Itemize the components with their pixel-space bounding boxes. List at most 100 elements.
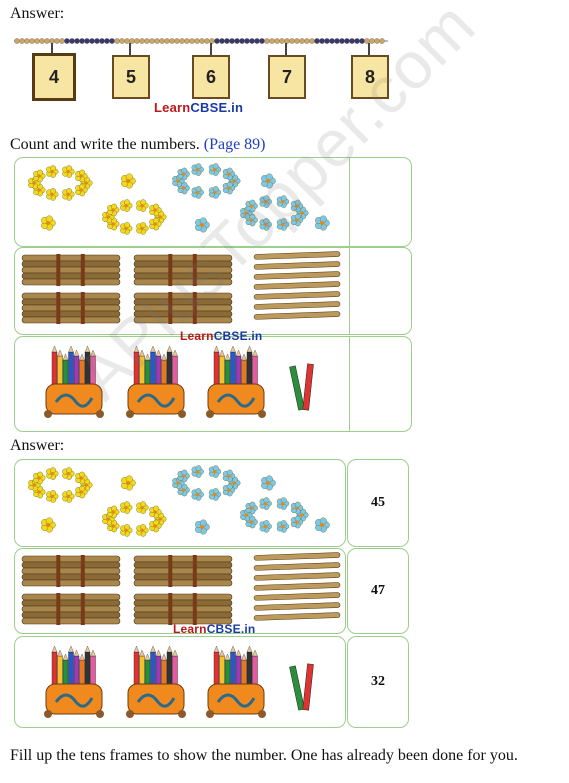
flower-icon: [149, 519, 162, 533]
number-card-7: 7: [268, 55, 306, 99]
pencil-pots-illustration: [44, 345, 314, 418]
flower-garlands-illustration: [28, 163, 330, 235]
flower-icon: [46, 188, 59, 201]
flower-garlands-illustration: [28, 465, 330, 537]
flower-icon: [259, 218, 272, 231]
flower-icon: [191, 163, 204, 176]
stick-bundles-illustration: [21, 251, 341, 324]
pencil-pot-icon: [206, 645, 266, 718]
question-row-sticks: [14, 247, 412, 335]
flower-icon: [75, 169, 88, 183]
flower-icon: [149, 203, 162, 217]
flower-icon: [222, 181, 236, 195]
flower-icon: [75, 471, 88, 485]
flower-icon: [245, 501, 258, 515]
flower-icon: [120, 222, 133, 235]
flower-icon: [191, 186, 204, 199]
flower-icon: [261, 475, 276, 491]
flower-icon: [195, 519, 210, 535]
answer-label-bottom: Answer:: [10, 437, 65, 454]
answer-label-top: Answer:: [10, 5, 65, 22]
flower-icon: [136, 222, 149, 235]
flower-icon: [276, 195, 290, 208]
brand-logo-bottom: LearnCBSE.in: [173, 622, 256, 636]
flower-icon: [222, 469, 236, 483]
flower-icon: [136, 199, 149, 212]
number-card-6: 6: [192, 55, 230, 99]
flower-icon: [191, 465, 204, 478]
flower-icon: [120, 199, 133, 212]
flower-icon: [208, 186, 222, 199]
stick-bundles-illustration: [21, 552, 341, 625]
flower-icon: [107, 203, 120, 217]
flower-icon: [177, 469, 190, 483]
flower-icon: [41, 215, 56, 231]
flower-icon: [276, 497, 290, 510]
card-string: [368, 43, 370, 55]
flower-icon: [276, 218, 290, 231]
flower-icon: [149, 505, 162, 519]
flower-icon: [261, 173, 276, 189]
answer-row-flowers: [14, 459, 346, 547]
flower-icon: [195, 217, 210, 233]
flower-icon: [208, 163, 222, 176]
flower-icon: [33, 471, 46, 485]
flower-icon: [191, 488, 204, 501]
loose-pencils-icon: [289, 663, 314, 711]
loose-pencils-icon: [289, 363, 314, 411]
flower-icon: [315, 517, 330, 533]
card-string: [210, 43, 212, 55]
flower-icon: [208, 488, 222, 501]
flower-icon: [149, 217, 162, 231]
page-ref: (Page 89): [203, 136, 266, 153]
flower-icon: [222, 167, 236, 181]
card-string: [285, 43, 287, 55]
pencil-pot-icon: [126, 645, 186, 718]
pencil-pot-icon: [44, 645, 104, 718]
flower-icon: [290, 199, 304, 213]
flower-icon: [121, 173, 136, 189]
flower-icon: [75, 183, 88, 197]
question-row-pencils: [14, 336, 412, 432]
flower-icon: [290, 213, 304, 227]
flower-icon: [46, 467, 59, 480]
flower-icon: [259, 195, 272, 208]
number-card-8: 8: [351, 55, 389, 99]
flower-icon: [177, 167, 190, 181]
flower-icon: [121, 475, 136, 491]
flower-icon: [136, 501, 149, 514]
card-string: [51, 43, 53, 55]
flower-icon: [46, 165, 59, 178]
flower-icon: [276, 520, 290, 533]
flower-icon: [33, 169, 46, 183]
flower-icon: [259, 497, 272, 510]
card-string: [129, 43, 131, 55]
stick-bundle-icon: [21, 254, 121, 286]
flower-icon: [107, 505, 120, 519]
question-row-flowers: [14, 157, 412, 247]
flower-icon: [136, 524, 149, 537]
answer-box-3: 32: [347, 636, 409, 728]
answer-row-sticks: [14, 548, 346, 634]
pencil-pot-icon: [126, 345, 186, 418]
brand-logo-top: LearnCBSE.in: [154, 100, 244, 115]
count-instruction: Count and write the numbers. (Page 89): [10, 136, 266, 153]
brand-logo-middle: LearnCBSE.in: [180, 329, 263, 343]
pencil-pot-icon: [44, 345, 104, 418]
flower-icon: [62, 165, 75, 178]
flower-icon: [62, 467, 75, 480]
pencil-pots-illustration: [44, 645, 314, 718]
flower-icon: [75, 485, 88, 499]
number-card-5: 5: [112, 55, 150, 99]
flower-icon: [46, 490, 59, 503]
bead-string: [14, 38, 388, 44]
stick-bundle-icon: [133, 555, 233, 587]
flower-icon: [290, 501, 304, 515]
flower-icon: [315, 215, 330, 231]
stick-bundle-icon: [133, 292, 233, 324]
fill-instruction: Fill up the tens frames to show the numb…: [10, 747, 518, 764]
flower-icon: [41, 517, 56, 533]
flower-icon: [245, 199, 258, 213]
flower-icon: [120, 501, 133, 514]
stick-bundle-icon: [133, 254, 233, 286]
